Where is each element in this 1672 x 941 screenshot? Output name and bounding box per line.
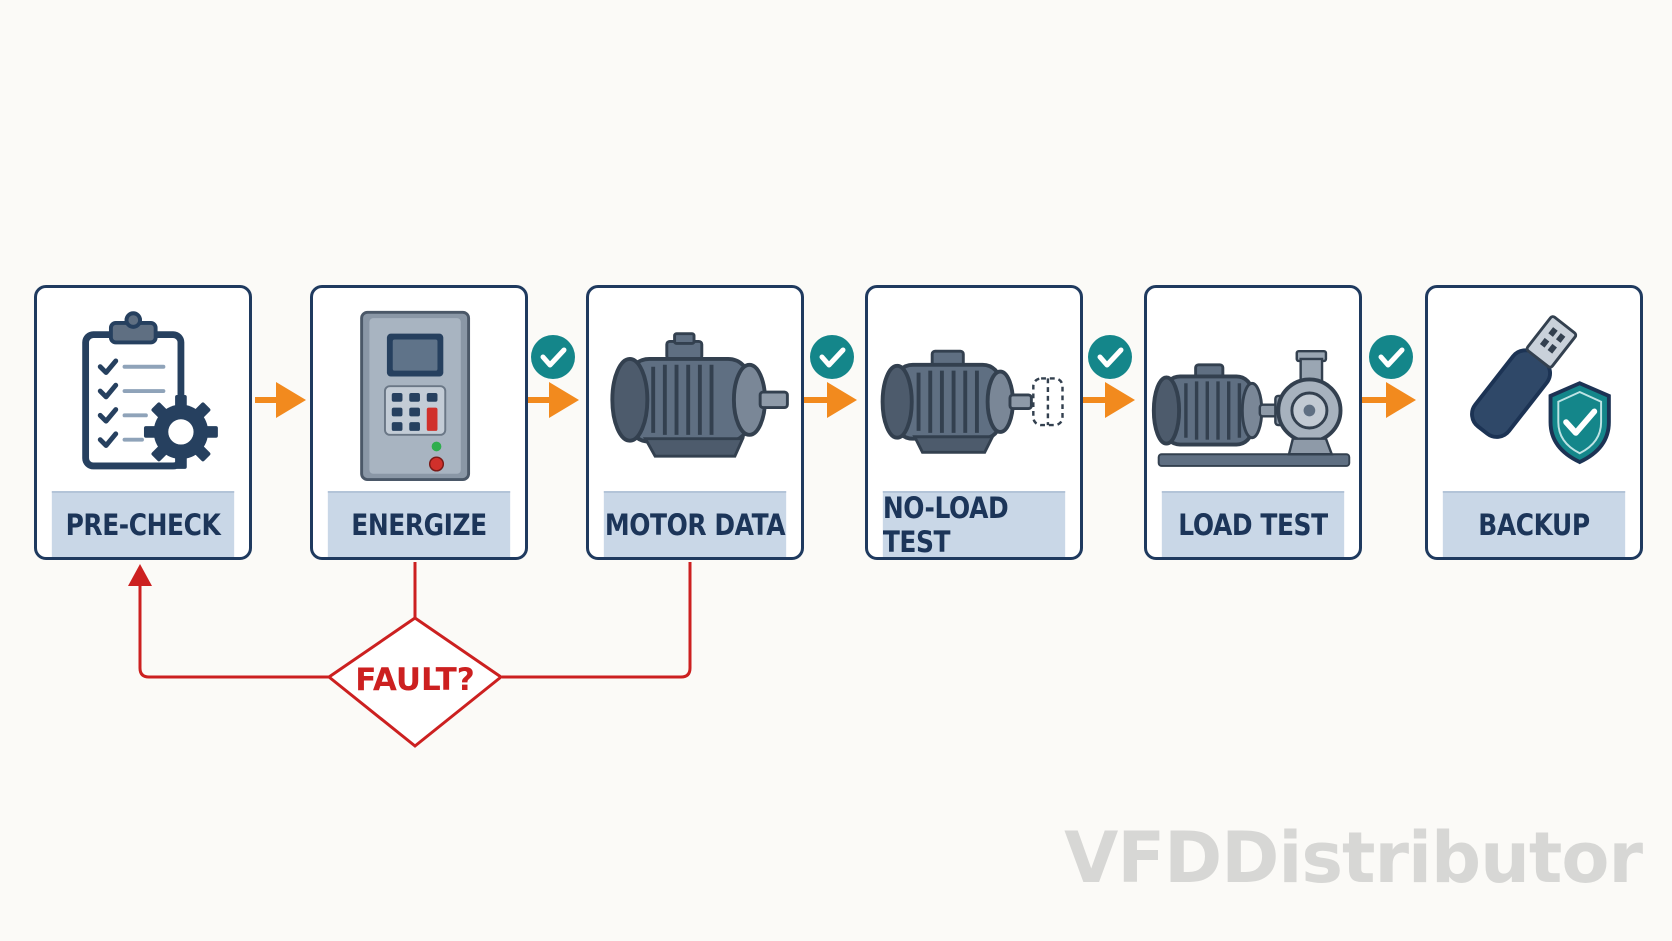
step-label: PRE-CHECK bbox=[51, 491, 235, 557]
step-label: LOAD TEST bbox=[1161, 491, 1345, 557]
check-badge-2 bbox=[810, 335, 854, 379]
vfd-drive-icon bbox=[360, 310, 471, 482]
fault-decision-label: FAULT? bbox=[355, 662, 475, 698]
fault-return-arrowhead bbox=[128, 564, 152, 586]
step-label: BACKUP bbox=[1442, 491, 1626, 557]
usb-shield-icon bbox=[1470, 315, 1611, 465]
check-badge-4 bbox=[1369, 335, 1413, 379]
fault-decision-diamond bbox=[326, 616, 504, 748]
fault-line-to-precheck bbox=[138, 585, 330, 679]
clipboard-gear-icon bbox=[82, 311, 218, 470]
step-no-load-test: NO-LOAD TEST bbox=[865, 285, 1083, 560]
step-load-test: LOAD TEST bbox=[1144, 285, 1362, 560]
check-badge-1 bbox=[531, 335, 575, 379]
fault-loop bbox=[138, 562, 692, 679]
motor-decoupled-icon bbox=[880, 349, 1064, 454]
step-motor-data: MOTOR DATA bbox=[586, 285, 804, 560]
step-label: MOTOR DATA bbox=[603, 491, 787, 557]
fault-line-from-motor-data bbox=[502, 562, 692, 679]
step-pre-check: PRE-CHECK bbox=[34, 285, 252, 560]
step-energize: ENERGIZE bbox=[310, 285, 528, 560]
step-backup: BACKUP bbox=[1425, 285, 1643, 560]
watermark-logo: VFDDistributor bbox=[1064, 817, 1643, 899]
motor-pump-icon bbox=[1151, 349, 1351, 467]
step-label: ENERGIZE bbox=[327, 491, 511, 557]
step-label: NO-LOAD TEST bbox=[882, 491, 1066, 557]
shield-icon bbox=[1548, 381, 1611, 465]
check-badge-3 bbox=[1088, 335, 1132, 379]
motor-icon bbox=[610, 332, 789, 458]
